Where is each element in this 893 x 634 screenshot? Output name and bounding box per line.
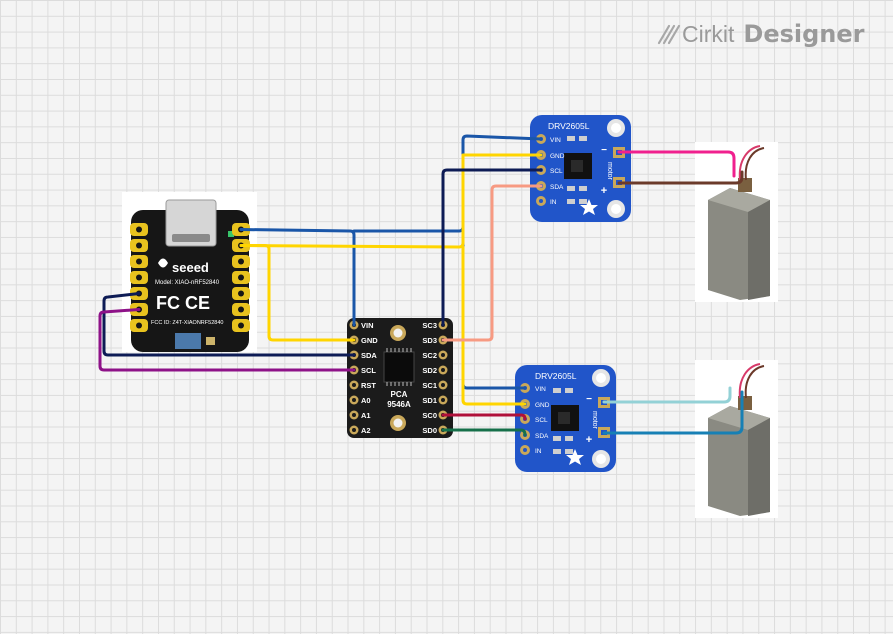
svg-text:SC2: SC2 — [422, 351, 437, 360]
xiao-right-pins — [232, 223, 250, 332]
svg-text:SC0: SC0 — [422, 411, 437, 420]
drv1-minus-label: − — [601, 145, 607, 156]
svg-text:IN: IN — [535, 448, 542, 455]
drv2-motor-label: motor — [591, 411, 598, 430]
antenna-chip — [175, 333, 201, 349]
status-led — [228, 231, 234, 237]
pca-left-pin-labels: VIN GND SDA SCL RST A0 A1 A2 — [361, 321, 378, 435]
wire-motor2-teal — [602, 390, 744, 435]
wire-motor2-lightblue — [602, 386, 732, 404]
xiao-fc-mark: FC — [156, 293, 180, 313]
motor2-connector — [738, 396, 752, 410]
drv2-title: DRV2605L — [535, 371, 577, 381]
svg-text:A1: A1 — [361, 411, 371, 420]
pca9546a-board[interactable]: PCA 9546A VIN GND SDA SCL RST — [347, 318, 453, 438]
vibration-motor-1[interactable] — [695, 142, 778, 302]
wire-vin-blue — [239, 228, 356, 327]
svg-text:VIN: VIN — [550, 137, 561, 144]
drv2-plus-label: + — [586, 434, 592, 446]
wires — [98, 134, 744, 437]
seeed-logo-icon — [158, 258, 168, 268]
wire-vin-blue-drv2 — [461, 229, 527, 390]
cirkit-designer-logo: Cirkit Designer — [656, 20, 864, 48]
pca-chip-legs — [386, 348, 412, 386]
svg-text:GND: GND — [550, 153, 565, 160]
pca-chip — [383, 351, 415, 383]
drv1-smd-components — [567, 136, 587, 204]
svg-text:GND: GND — [535, 402, 550, 409]
xiao-pcb — [131, 210, 249, 352]
vibration-motor-2[interactable] — [695, 360, 778, 518]
wire-sd0-green — [441, 428, 527, 437]
xiao-ce-mark: CE — [185, 293, 210, 313]
drv2-minus-label: − — [586, 394, 592, 405]
wire-vin-blue-bus — [352, 134, 543, 233]
smd-part — [206, 337, 215, 345]
wire-motor1-pink — [617, 150, 736, 178]
logo-text-designer: Designer — [743, 20, 865, 48]
wire-gnd-yellow-drv2 — [461, 245, 527, 406]
svg-text:SD3: SD3 — [422, 336, 437, 345]
pca-title-line1: PCA — [391, 390, 408, 399]
svg-text:SDA: SDA — [550, 184, 564, 191]
svg-text:SDA: SDA — [361, 351, 377, 360]
svg-text:SD1: SD1 — [422, 396, 437, 405]
drv2605l-board-2[interactable]: DRV2605L VIN GND SCL SDA IN − + motor — [515, 365, 616, 472]
usb-c-port — [172, 234, 210, 242]
wire-motor1-brown — [617, 170, 744, 185]
wire-sda-navy — [102, 292, 356, 357]
wire-scl-purple — [98, 308, 356, 372]
svg-text:SCL: SCL — [361, 366, 376, 375]
svg-text:SDA: SDA — [535, 433, 549, 440]
pca-title-line2: 9546A — [387, 400, 411, 409]
xiao-nrf52840-board[interactable]: seeed Model: XIAO-nRF52840 FC CE FCC ID:… — [122, 192, 257, 352]
svg-text:IN: IN — [550, 199, 557, 206]
wire-gnd-yellow — [239, 153, 543, 249]
svg-text:SD2: SD2 — [422, 366, 437, 375]
svg-text:SCL: SCL — [550, 168, 563, 175]
wire-sd3-salmon — [441, 184, 543, 342]
svg-text:GND: GND — [361, 336, 378, 345]
svg-text:VIN: VIN — [535, 386, 546, 393]
wire-sc0-crimson — [441, 413, 527, 421]
xiao-brand-text: seeed — [172, 260, 209, 275]
svg-text:SD0: SD0 — [422, 426, 437, 435]
drv2605l-board-1[interactable]: DRV2605L VIN GND SCL SDA IN − + motor — [530, 115, 631, 222]
adafruit-star-icon — [580, 199, 598, 215]
logo-text-cirkit: Cirkit — [682, 20, 735, 47]
svg-text:SC1: SC1 — [422, 381, 437, 390]
drv2-pin-labels: VIN GND SCL SDA IN — [535, 386, 550, 455]
svg-text:A2: A2 — [361, 426, 371, 435]
xiao-model-text: Model: XIAO-nRF52840 — [155, 280, 220, 286]
svg-text:VIN: VIN — [361, 321, 374, 330]
drv1-pin-labels: VIN GND SCL SDA IN — [550, 137, 565, 206]
drv2-smd-components — [553, 388, 573, 454]
svg-text:A0: A0 — [361, 396, 371, 405]
xiao-left-pins — [130, 223, 148, 332]
wire-sc3-navy — [441, 168, 543, 327]
drv1-plus-label: + — [601, 185, 607, 197]
cirkit-logo-icon — [657, 24, 681, 45]
pca-right-pin-labels: SC3 SD3 SC2 SD2 SC1 SD1 SC0 SD0 — [422, 321, 437, 435]
drv1-motor-label: motor — [606, 162, 613, 181]
svg-text:SC3: SC3 — [422, 321, 437, 330]
drv1-title: DRV2605L — [548, 121, 590, 131]
svg-text:RST: RST — [361, 381, 376, 390]
xiao-fcc-text: FCC ID: Z4T-XIAONRF52840 — [151, 320, 223, 326]
adafruit-star-icon — [566, 449, 584, 465]
wire-gnd-yellow-pca — [239, 244, 356, 342]
svg-text:SCL: SCL — [535, 417, 548, 424]
